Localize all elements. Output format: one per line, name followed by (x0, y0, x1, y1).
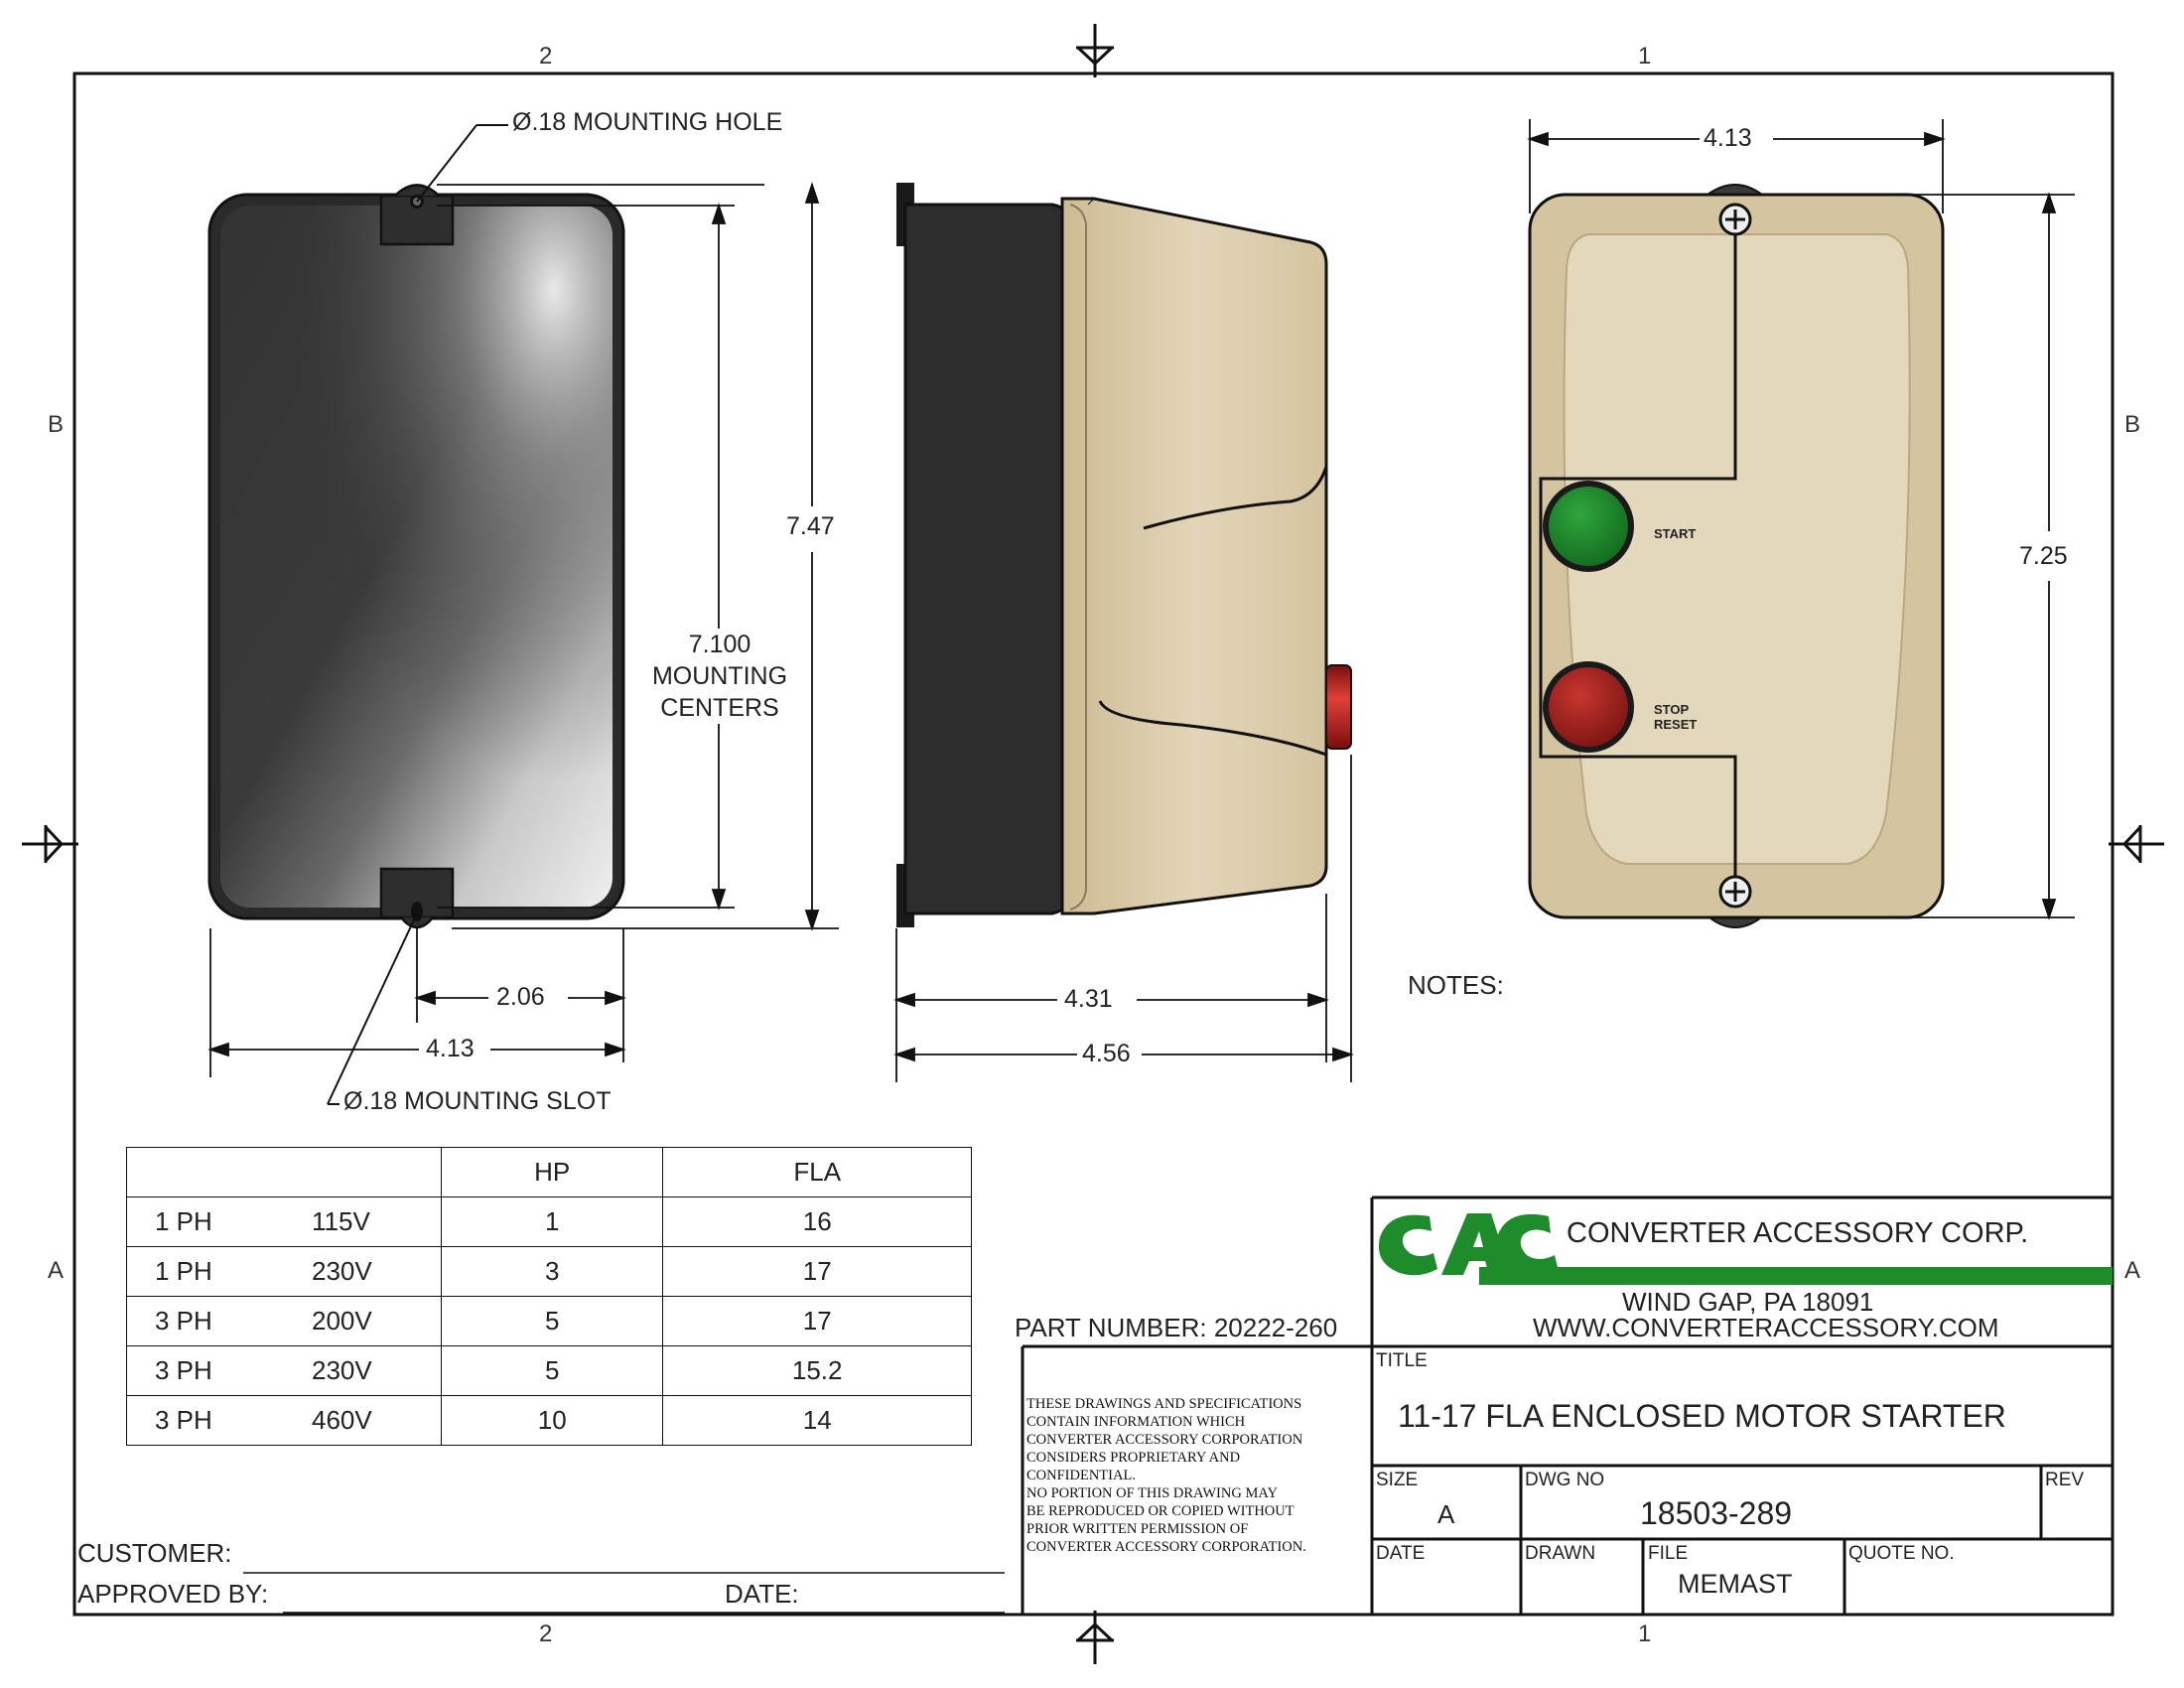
height-dim-7-47: 7.47 (782, 512, 839, 541)
dwg-no-label: DWG NO (1525, 1470, 1605, 1490)
title-label: TITLE (1376, 1350, 1428, 1371)
table-row: 3 PH 460V 10 14 (126, 1395, 972, 1446)
legal-line: BE REPRODUCED OR COPIED WITHOUT (1026, 1503, 1295, 1519)
cover-width-dim-4-13: 4.13 (1700, 124, 1756, 153)
depth-dim-4-31: 4.31 (1060, 985, 1117, 1014)
fla-cell: 14 (662, 1395, 972, 1446)
approved-by-label: APPROVED BY: (77, 1579, 269, 1609)
voltage-cell: 230V (304, 1246, 442, 1297)
front-view (207, 184, 625, 929)
hp-cell: 5 (440, 1296, 664, 1346)
size-label: SIZE (1376, 1470, 1419, 1490)
voltage-cell: 230V (304, 1345, 442, 1396)
company-website: WWW.CONVERTERACCESSORY.COM (1533, 1313, 1999, 1342)
phase-cell: 1 PH (126, 1196, 304, 1247)
spec-table: HP FLA 1 PH 115V 1 16 1 PH 230V 3 17 3 P… (126, 1147, 972, 1446)
zone-right-a: A (2124, 1257, 2141, 1284)
cover-view-dimensions (1527, 119, 2075, 920)
company-name: CONVERTER ACCESSORY CORP. (1567, 1217, 2029, 1249)
drawing-title: 11-17 FLA ENCLOSED MOTOR STARTER (1398, 1398, 2006, 1434)
notes-label: NOTES: (1408, 970, 1504, 1000)
zone-bottom-2: 2 (539, 1620, 553, 1647)
table-row: 3 PH 230V 5 15.2 (126, 1345, 972, 1396)
legal-line: CONFIDENTIAL. (1026, 1468, 1136, 1483)
side-view (896, 183, 1352, 927)
start-button-label: START (1654, 526, 1697, 541)
stop-label-line1: STOP (1654, 702, 1690, 717)
part-number: PART NUMBER: 20222-260 (1015, 1313, 1338, 1342)
phase-cell: 3 PH (126, 1296, 304, 1346)
zone-top-2: 2 (539, 43, 553, 70)
legal-line: CONVERTER ACCESSORY CORPORATION (1026, 1432, 1303, 1448)
legal-notice: THESE DRAWINGS AND SPECIFICATIONS CONTAI… (1026, 1395, 1354, 1556)
file-label: FILE (1648, 1543, 1689, 1564)
title-block-lines (1021, 1196, 2113, 1615)
dwg-no-value: 18503-289 (1640, 1495, 1793, 1531)
side-view-dimensions (893, 755, 1354, 1082)
cac-logo (1378, 1213, 2113, 1285)
legal-line: CONTAIN INFORMATION WHICH (1026, 1414, 1246, 1430)
zone-top-1: 1 (1638, 43, 1652, 70)
center-mark-left (22, 825, 78, 863)
legal-line: CONVERTER ACCESSORY CORPORATION. (1026, 1539, 1306, 1555)
voltage-cell: 460V (304, 1395, 442, 1446)
front-view-dimensions (207, 124, 839, 1105)
voltage-cell: 115V (304, 1196, 442, 1247)
spec-table-header: HP FLA (126, 1147, 972, 1197)
drawn-label: DRAWN (1525, 1543, 1596, 1564)
legal-line: CONSIDERS PROPRIETARY AND (1026, 1450, 1241, 1466)
stop-button-label: STOP RESET (1654, 702, 1697, 732)
phase-cell: 3 PH (126, 1345, 304, 1396)
fla-cell: 17 (662, 1296, 972, 1346)
quote-no-label: QUOTE NO. (1848, 1543, 1955, 1564)
size-value: A (1437, 1499, 1455, 1529)
depth-dim-4-56: 4.56 (1078, 1040, 1135, 1068)
mounting-centers-value: 7.100 (688, 631, 751, 658)
mounting-centers-word2: CENTERS (660, 694, 779, 722)
date-field-label: DATE (1376, 1543, 1426, 1564)
legal-line: PRIOR WRITTEN PERMISSION OF (1026, 1521, 1249, 1537)
rev-label: REV (2045, 1470, 2085, 1490)
center-mark-right (2109, 825, 2164, 863)
table-row: 3 PH 200V 5 17 (126, 1296, 972, 1346)
hp-cell: 3 (440, 1246, 664, 1297)
fla-cell: 17 (662, 1246, 972, 1297)
spec-header-blank (126, 1147, 442, 1197)
legal-line: NO PORTION OF THIS DRAWING MAY (1026, 1485, 1278, 1501)
center-mark-top (1076, 24, 1114, 77)
legal-line: THESE DRAWINGS AND SPECIFICATIONS (1026, 1396, 1302, 1412)
zone-bottom-1: 1 (1638, 1620, 1652, 1647)
cover-height-dim-7-25: 7.25 (2015, 542, 2072, 571)
company-address: WIND GAP, PA 18091 (1622, 1287, 1874, 1317)
spec-header-fla: FLA (662, 1147, 972, 1197)
zone-left-a: A (48, 1257, 65, 1284)
hp-cell: 10 (440, 1395, 664, 1446)
phase-cell: 1 PH (126, 1246, 304, 1297)
mounting-hole-label: Ø.18 MOUNTING HOLE (508, 108, 787, 137)
cover-view (1528, 184, 1945, 928)
phase-cell: 3 PH (126, 1395, 304, 1446)
table-row: 1 PH 230V 3 17 (126, 1246, 972, 1297)
hp-cell: 1 (440, 1196, 664, 1247)
voltage-cell: 200V (304, 1296, 442, 1346)
mounting-centers-dim: 7.100 MOUNTING CENTERS (635, 629, 804, 724)
date-label: DATE: (725, 1579, 799, 1609)
zone-right-b: B (2124, 411, 2141, 438)
fla-cell: 16 (662, 1196, 972, 1247)
table-row: 1 PH 115V 1 16 (126, 1196, 972, 1247)
signature-lines (243, 1572, 1005, 1614)
hp-cell: 5 (440, 1345, 664, 1396)
mounting-centers-word1: MOUNTING (651, 662, 788, 690)
half-width-dim-2-06: 2.06 (492, 983, 549, 1012)
zone-left-b: B (48, 411, 65, 438)
mounting-slot-label: Ø.18 MOUNTING SLOT (340, 1087, 615, 1116)
width-dim-4-13: 4.13 (422, 1035, 478, 1063)
file-value: MEMAST (1678, 1569, 1793, 1599)
customer-label: CUSTOMER: (77, 1538, 232, 1568)
fla-cell: 15.2 (662, 1345, 972, 1396)
spec-header-hp: HP (440, 1147, 664, 1197)
stop-label-line2: RESET (1654, 717, 1698, 732)
center-mark-bottom (1076, 1611, 1114, 1664)
